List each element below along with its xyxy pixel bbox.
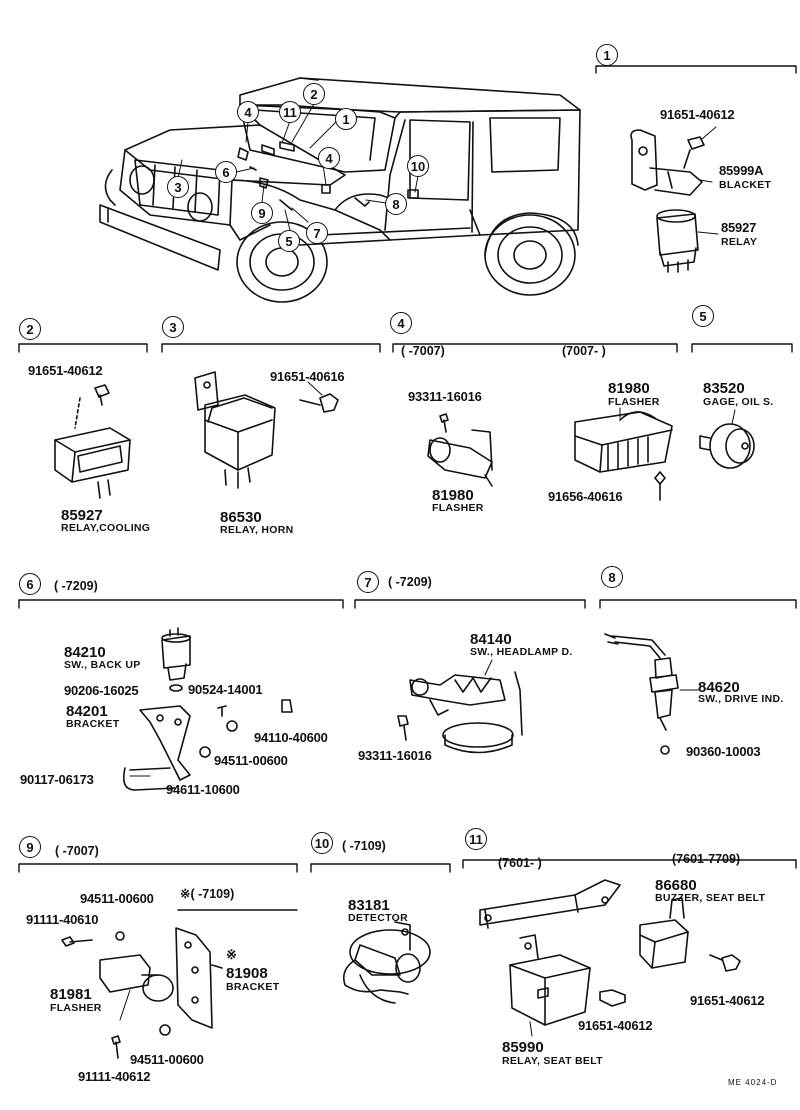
callout-3: 3 [167, 176, 189, 198]
part-desc: BRACKET [226, 981, 280, 993]
part-desc: SW., BACK UP [64, 659, 141, 671]
section-4-label: 4 [390, 312, 412, 334]
s6-range: ( -7209) [54, 579, 98, 593]
section-1-label: 1 [596, 44, 618, 66]
s10-range: ( -7109) [342, 839, 386, 853]
part-number: 91651-40612 [28, 363, 103, 378]
drawing-reference-code: ME 4024-D [728, 1078, 778, 1087]
s1-artwork [630, 126, 719, 273]
part-number: 94511-00600 [130, 1052, 204, 1067]
callout-4b: 4 [318, 147, 340, 169]
part-number: 91111-40610 [26, 912, 99, 927]
callout-1: 1 [335, 108, 357, 130]
part-number: 93311-16016 [358, 748, 432, 763]
part-number: 85927 [61, 507, 103, 524]
part-number: 84201 [66, 703, 108, 720]
part-desc: RELAY,COOLING [61, 522, 151, 534]
part-desc: GAGE, OIL S. [703, 396, 774, 408]
part-number: 94511-00600 [80, 891, 154, 906]
part-number: 85990 [502, 1039, 544, 1056]
part-number: 94611-10600 [166, 782, 240, 797]
part-desc: SW., DRIVE IND. [698, 693, 784, 705]
part-number: 90360-10003 [686, 744, 761, 759]
part-number: 81980 [608, 380, 650, 397]
s4-artwork [427, 407, 673, 501]
s8-artwork [604, 633, 699, 755]
s3-artwork [194, 371, 339, 489]
part-number: 83520 [703, 380, 745, 397]
part-desc: BLACKET [719, 179, 772, 191]
part-number: 85999A [719, 163, 764, 178]
callout-10: 10 [407, 155, 429, 177]
part-desc: FLASHER [50, 1002, 102, 1014]
part-desc: RELAY, SEAT BELT [502, 1055, 603, 1067]
s2-artwork [54, 384, 131, 499]
callout-8: 8 [385, 193, 407, 215]
vehicle-illustration [99, 77, 581, 303]
s5-artwork [699, 409, 755, 469]
section-6-label: 6 [19, 573, 41, 595]
section-5-label: 5 [692, 305, 714, 327]
part-desc: DETECTOR [348, 912, 408, 924]
part-number: 91651-40612 [690, 993, 765, 1008]
section-9-label: 9 [19, 836, 41, 858]
callout-2: 2 [303, 83, 325, 105]
s11-range-b: (7601-7709) [672, 852, 741, 866]
part-desc: FLASHER [432, 502, 484, 514]
section-2-label: 2 [19, 318, 41, 340]
part-desc: SW., HEADLAMP D. [470, 646, 573, 658]
part-number: 81908 [226, 965, 268, 982]
s4-range-a: ( -7007) [401, 344, 445, 358]
s4-range-b: (7007- ) [562, 344, 606, 358]
s9-note: ※( -7109) [180, 887, 235, 901]
s7-range: ( -7209) [388, 575, 432, 589]
part-number: 91111-40612 [78, 1069, 151, 1084]
part-number: 91656-40616 [548, 489, 623, 504]
part-desc: BUZZER, SEAT BELT [655, 892, 766, 904]
section-10-label: 10 [311, 832, 333, 854]
part-number: 85927 [721, 220, 757, 235]
callout-4: 4 [237, 101, 259, 123]
s6-artwork [122, 627, 293, 791]
part-number: 84210 [64, 644, 106, 661]
part-number: 81981 [50, 986, 92, 1003]
s11-range-a: (7601- ) [498, 856, 542, 870]
part-number: 91651-40612 [660, 107, 735, 122]
s11-artwork [479, 879, 741, 1037]
part-number: 91651-40616 [270, 369, 345, 384]
section-8-label: 8 [601, 566, 623, 588]
part-number: 90524-14001 [188, 682, 263, 697]
s9-range: ( -7007) [55, 844, 99, 858]
part-number: 83181 [348, 897, 390, 914]
section-7-label: 7 [357, 571, 379, 593]
callout-5: 5 [278, 230, 300, 252]
part-number: 81980 [432, 487, 474, 504]
part-number: 86530 [220, 509, 262, 526]
part-number: 93311-16016 [408, 389, 482, 404]
part-number: 94511-00600 [214, 753, 288, 768]
part-number: 84140 [470, 631, 512, 648]
callout-9: 9 [251, 202, 273, 224]
part-number: 94110-40600 [254, 730, 328, 745]
s7-artwork [397, 659, 523, 754]
callout-7: 7 [306, 222, 328, 244]
part-number: 86680 [655, 877, 697, 894]
part-number: 84620 [698, 679, 740, 696]
part-desc: BRACKET [66, 718, 120, 730]
part-number: 90117-06173 [20, 772, 94, 787]
part-number: 91651-40612 [578, 1018, 653, 1033]
s10-artwork [342, 921, 431, 1004]
part-number: 90206-16025 [64, 683, 139, 698]
part-desc: FLASHER [608, 396, 660, 408]
part-desc: RELAY, HORN [220, 524, 294, 536]
section-3-label: 3 [162, 316, 184, 338]
callout-6: 6 [215, 161, 237, 183]
part-desc: RELAY [721, 236, 758, 248]
section-11-label: 11 [465, 828, 487, 850]
s9-note-mark: ※ [226, 947, 237, 962]
s9-artwork [61, 927, 223, 1059]
callout-11: 11 [279, 101, 301, 123]
